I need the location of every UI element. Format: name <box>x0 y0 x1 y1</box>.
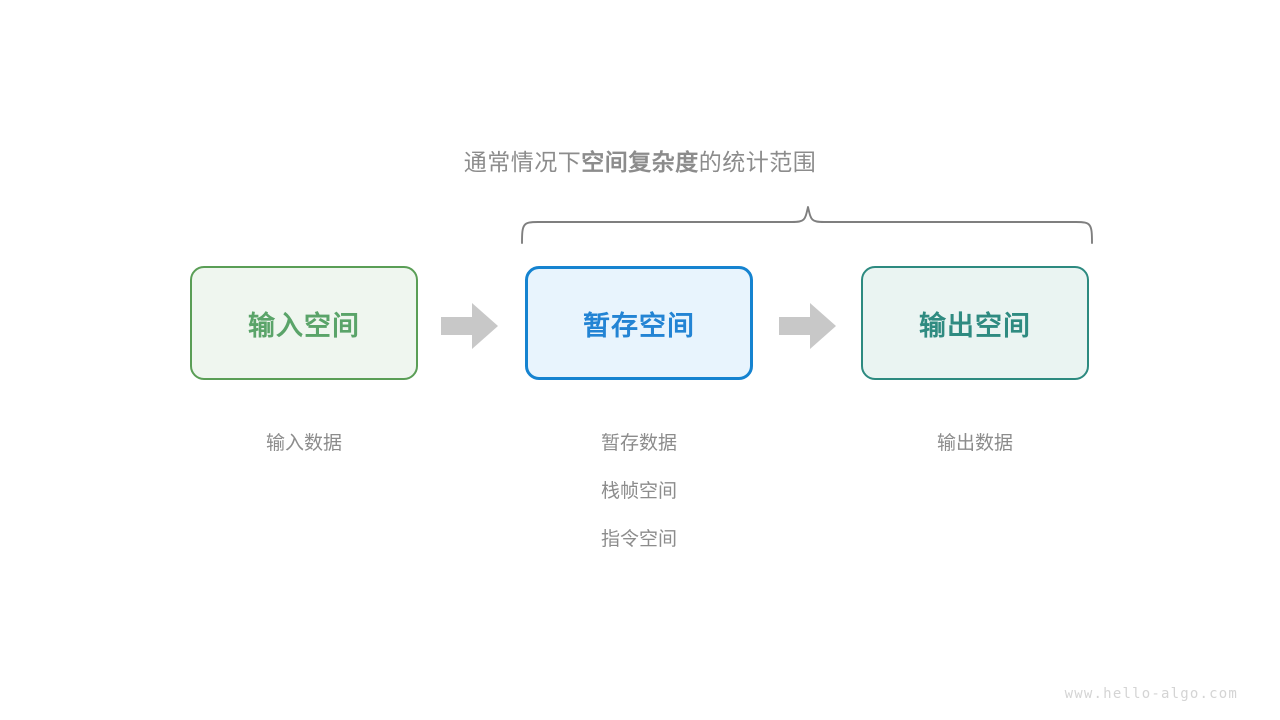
stage-box-temp-label: 暂存空间 <box>583 310 695 341</box>
title-suffix: 的统计范围 <box>698 149 817 175</box>
title-prefix: 通常情况下 <box>463 149 582 175</box>
caption-group-temp: 暂存数据 栈帧空间 指令空间 <box>489 420 789 564</box>
arrow-right-icon <box>779 303 836 349</box>
caption-item: 输出数据 <box>936 433 1013 454</box>
caption-item: 指令空间 <box>600 529 677 550</box>
stage-box-temp[interactable]: 暂存空间 <box>525 266 753 380</box>
title-emphasis: 空间复杂度 <box>581 149 699 175</box>
caption-item: 栈帧空间 <box>600 481 677 502</box>
arrow-right-icon-glyph <box>779 303 836 349</box>
stage-box-input-label: 输入空间 <box>248 310 360 341</box>
stage-box-output-label: 输出空间 <box>919 310 1031 341</box>
stage-box-output[interactable]: 输出空间 <box>861 266 1089 380</box>
scope-brace-icon <box>521 206 1093 244</box>
arrow-right-icon-glyph <box>441 303 498 349</box>
stage-box-input[interactable]: 输入空间 <box>190 266 418 380</box>
scope-brace <box>505 196 1110 256</box>
caption-group-input: 输入数据 <box>154 420 454 468</box>
caption-item: 暂存数据 <box>600 433 677 454</box>
caption-item: 输入数据 <box>265 433 342 454</box>
caption-group-output: 输出数据 <box>825 420 1125 468</box>
page-title: 通常情况下空间复杂度的统计范围 <box>0 145 1280 179</box>
watermark: www.hello-algo.com <box>1064 686 1238 702</box>
arrow-right-icon <box>441 303 498 349</box>
